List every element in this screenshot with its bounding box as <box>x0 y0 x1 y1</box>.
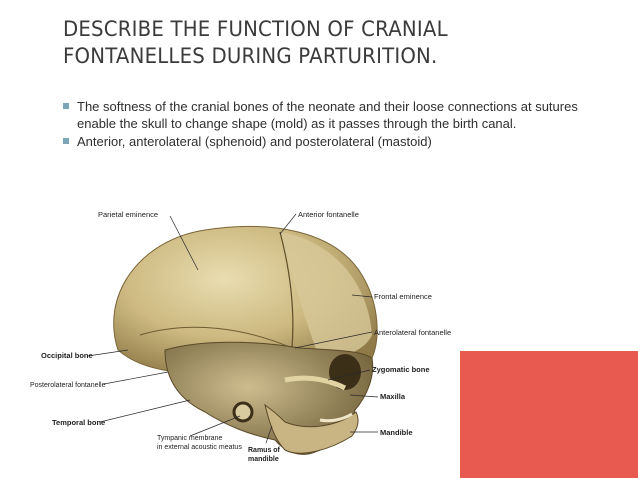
frontal-bone <box>280 232 372 360</box>
bullet-text: Anterior, anterolateral (sphenoid) and p… <box>77 134 432 149</box>
skull-illustration: Parietal eminence Anterior fontanelle Fr… <box>30 210 451 463</box>
bullet-item: Anterior, anterolateral (sphenoid) and p… <box>63 133 583 150</box>
title-line-2: FONTANELLES DURING PARTURITION. <box>63 44 438 68</box>
ear-canal <box>232 401 254 423</box>
square-bullet-icon <box>63 103 69 109</box>
label-mandible: Mandible <box>380 428 413 437</box>
zygomatic-arch <box>284 375 347 391</box>
bullet-text: The softness of the cranial bones of the… <box>77 99 578 131</box>
label-anterolateral-fontanelle: Anterolateral fontanelle <box>374 328 451 337</box>
label-ramus-of-mandible-2: mandible <box>248 456 279 463</box>
title-line-1: DESCRIBE THE FUNCTION OF CRANIAL <box>63 17 448 41</box>
accent-block <box>460 351 638 478</box>
square-bullet-icon <box>63 138 69 144</box>
label-tympanic-membrane: Tympanic membrane <box>157 435 222 442</box>
squamous-suture <box>139 326 293 349</box>
label-parietal-eminence: Parietal eminence <box>98 210 158 219</box>
bullet-list: The softness of the cranial bones of the… <box>63 98 583 151</box>
coronal-suture <box>279 231 294 349</box>
teeth <box>319 412 353 423</box>
label-frontal-eminence: Frontal eminence <box>374 292 432 301</box>
bullet-item: The softness of the cranial bones of the… <box>63 98 583 132</box>
label-tympanic-membrane-2: in external acoustic meatus <box>157 444 242 451</box>
label-temporal-bone: Temporal bone <box>52 418 105 427</box>
label-zygomatic-bone: Zygomatic bone <box>372 365 430 374</box>
label-posterolateral-fontanelle: Posterolateral fontanelle <box>30 382 106 389</box>
slide-title: DESCRIBE THE FUNCTION OF CRANIAL FONTANE… <box>63 16 552 70</box>
orbit <box>329 354 361 390</box>
mandible-shape <box>264 403 359 454</box>
label-anterior-fontanelle: Anterior fontanelle <box>298 210 359 219</box>
label-occipital-bone: Occipital bone <box>41 351 93 360</box>
label-maxilla: Maxilla <box>380 392 406 401</box>
label-ramus-of-mandible: Ramus of <box>248 447 281 454</box>
